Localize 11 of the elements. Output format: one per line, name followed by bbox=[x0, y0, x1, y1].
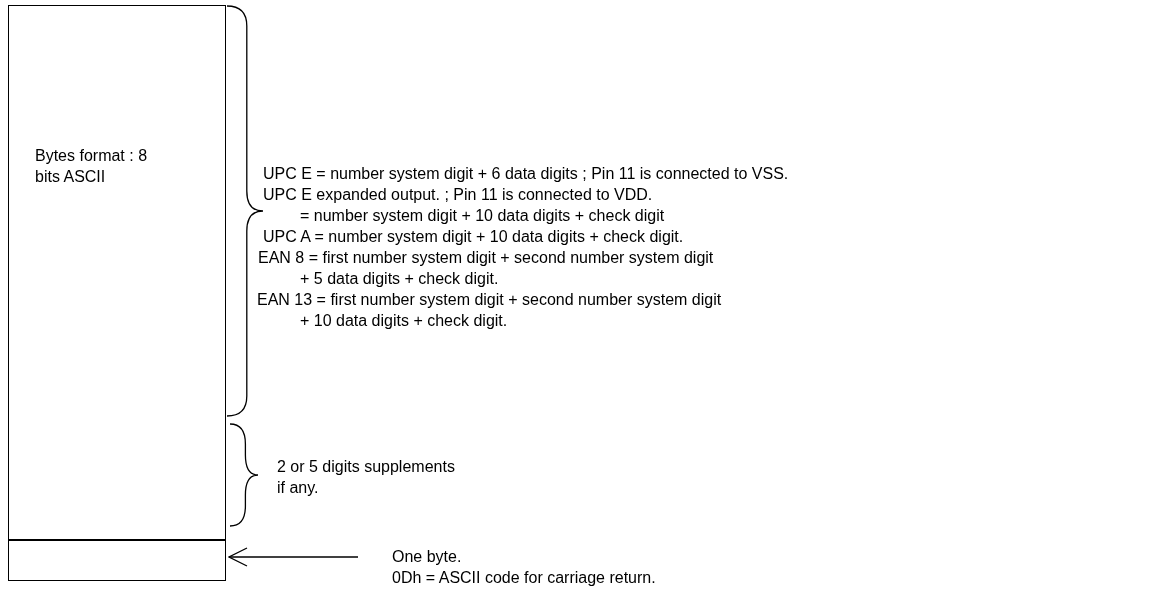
note-text: EAN 13 = first number system digit + second number system digit + 10 data digits + check digit. bbox=[257, 290, 723, 331]
byte-cell bbox=[8, 539, 226, 581]
cell-text: Bytes format : 8 bits ASCII bbox=[35, 146, 149, 187]
note-text: UPC E = number system digit + 6 data digits ; Pin 11 is connected to VSS. bbox=[263, 164, 790, 184]
field-cell bbox=[8, 5, 226, 541]
note-text: UPC A = number system digit + 10 data digits + check digit. bbox=[263, 227, 685, 247]
note-text: 2 or 5 digits supplements if any. bbox=[277, 457, 456, 498]
note-text: EAN 8 = first number system digit + second number system digit + 5 data digits + check digit. bbox=[258, 248, 715, 289]
note-text: UPC E expanded output. ; Pin 11 is connected to VDD. = number system digit + 10 data digits + check digit bbox=[263, 185, 666, 226]
arrow bbox=[228, 547, 359, 567]
note-text: One byte. 0Dh = ASCII code for carriage return. bbox=[392, 546, 752, 590]
